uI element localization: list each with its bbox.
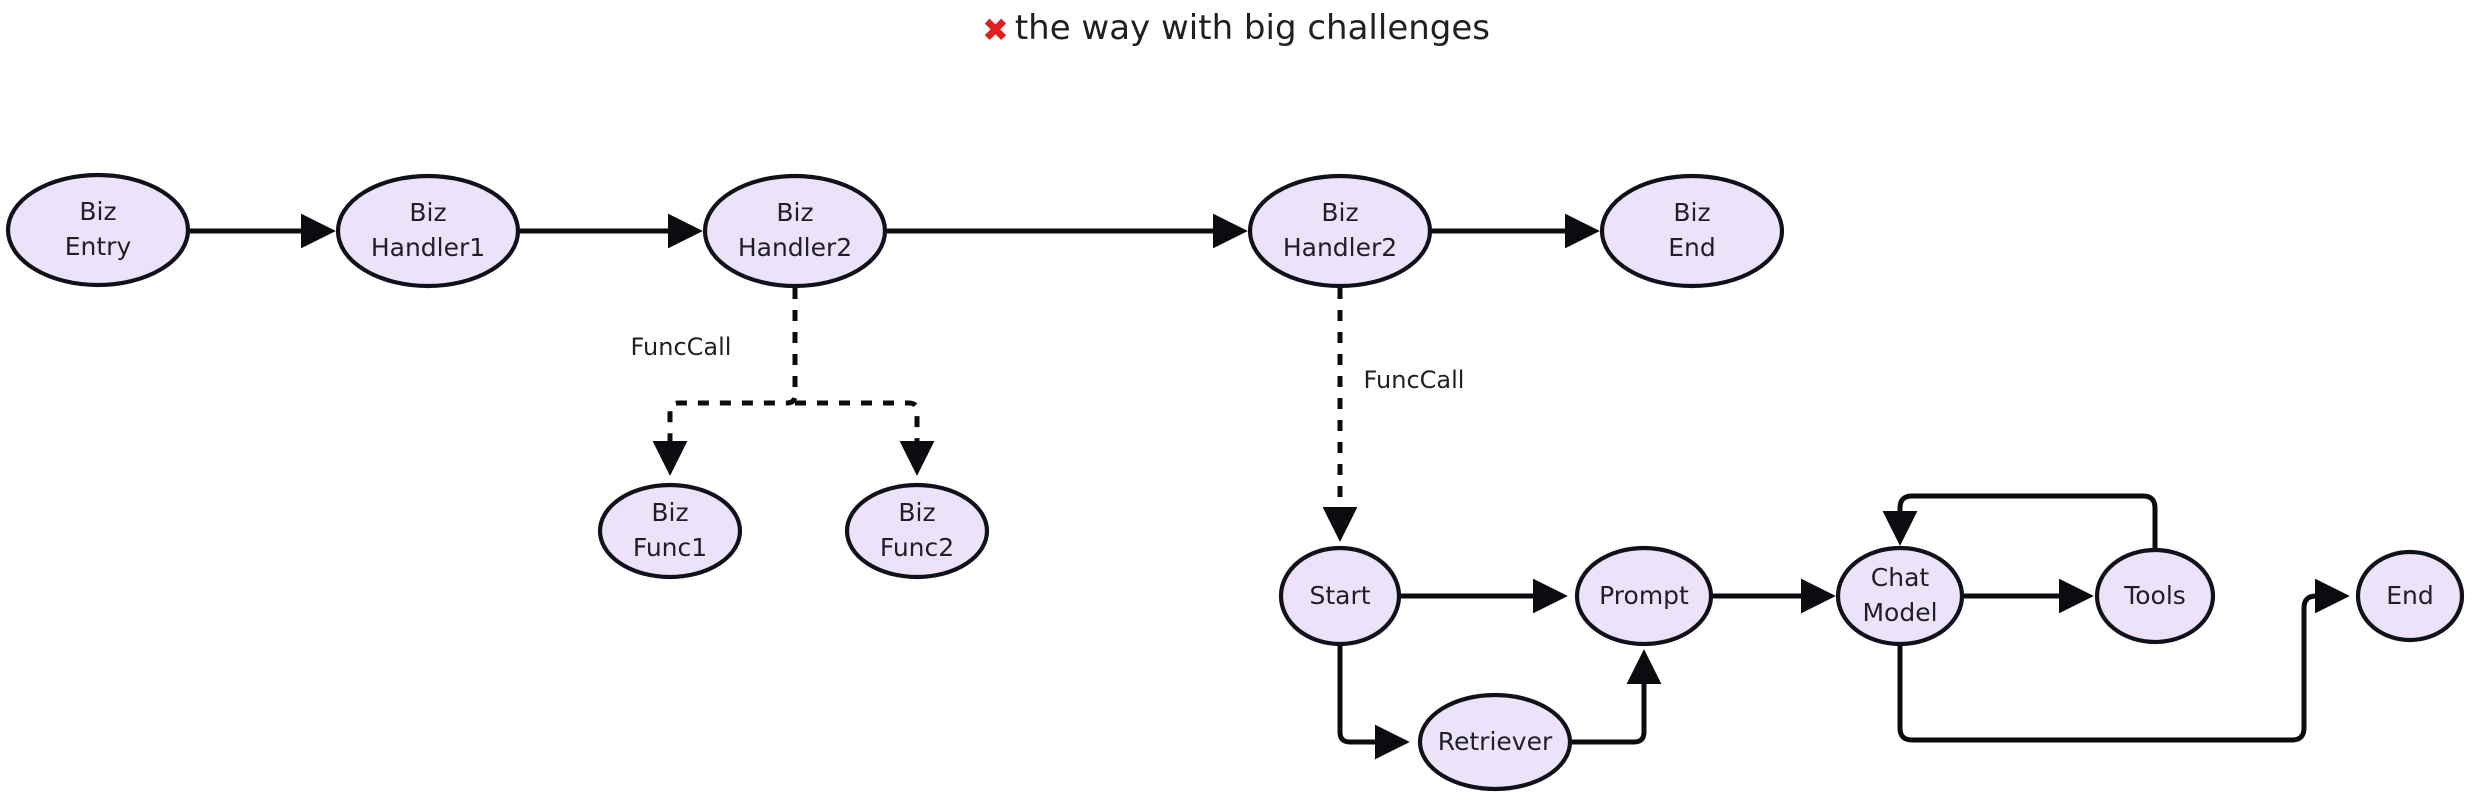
node-label-start: Start [1309, 581, 1370, 610]
node-shape-biz-handler1 [335, 173, 521, 289]
node-label-end: End [2386, 581, 2434, 610]
node-start[interactable]: Start [1278, 545, 1402, 647]
node-tools[interactable]: Tools [2094, 547, 2216, 645]
page-title: ✖the way with big challenges [0, 8, 2472, 49]
edge-label-funccall-label-right: FuncCall [1364, 366, 1465, 394]
node-shape-retriever [1417, 692, 1573, 792]
page-title-text: the way with big challenges [1014, 8, 1490, 48]
edge-handler2a-to-func1 [652, 288, 798, 476]
node-label-biz-func2-line1: Biz [898, 498, 935, 527]
node-shape-start [1278, 545, 1402, 647]
edge-retriever-to-prompt [1572, 649, 1662, 745]
node-label-biz-handler1-line1: Biz [409, 198, 446, 227]
cross-mark-icon: ✖ [982, 11, 1009, 49]
node-label-biz-handler1-line2: Handler1 [371, 233, 485, 262]
node-label-biz-entry-line2: Entry [65, 232, 132, 261]
node-label-biz-func1-line2: Func1 [633, 533, 707, 562]
node-label-biz-func1-line1: Biz [651, 498, 688, 527]
node-shape-end [2355, 549, 2465, 643]
node-shape-biz-func2 [844, 482, 990, 580]
nodes-layer: BizEntryBizHandler1BizHandler2BizHandler… [5, 172, 2465, 792]
node-label-chat-model-line1: Chat [1871, 563, 1930, 592]
node-label-prompt: Prompt [1599, 581, 1689, 610]
node-end[interactable]: End [2355, 549, 2465, 643]
node-label-biz-handler2-b-line2: Handler2 [1283, 233, 1397, 262]
edge-handler2a-to-func2 [795, 400, 935, 476]
node-label-tools: Tools [2123, 581, 2186, 610]
edge-chatmodel-to-end [1897, 578, 2350, 743]
node-label-biz-end-line1: Biz [1673, 198, 1710, 227]
node-shape-biz-handler2-b [1247, 173, 1433, 289]
node-retriever[interactable]: Retriever [1417, 692, 1573, 792]
node-label-biz-func2-line2: Func2 [880, 533, 954, 562]
edge-start-to-retriever [1337, 646, 1410, 760]
node-shape-biz-handler2-a [702, 173, 888, 289]
edge-tools-to-chatmodel [1882, 493, 2158, 548]
node-label-biz-handler2-a-line1: Biz [776, 198, 813, 227]
node-shape-prompt [1574, 545, 1714, 647]
edges-layer [190, 213, 2350, 760]
node-label-biz-end-line2: End [1668, 233, 1716, 262]
node-shape-biz-entry [5, 172, 191, 288]
node-label-biz-handler2-a-line2: Handler2 [738, 233, 852, 262]
node-label-retriever: Retriever [1438, 727, 1553, 756]
node-label-biz-handler2-b-line1: Biz [1321, 198, 1358, 227]
node-label-chat-model-line2: Model [1862, 598, 1937, 627]
node-shape-chat-model [1835, 545, 1965, 647]
node-shape-biz-end [1599, 173, 1785, 289]
node-prompt[interactable]: Prompt [1574, 545, 1714, 647]
node-shape-biz-func1 [597, 482, 743, 580]
node-shape-tools [2094, 547, 2216, 645]
node-label-biz-entry-line1: Biz [79, 197, 116, 226]
edge-label-funccall-label-left: FuncCall [631, 333, 732, 361]
